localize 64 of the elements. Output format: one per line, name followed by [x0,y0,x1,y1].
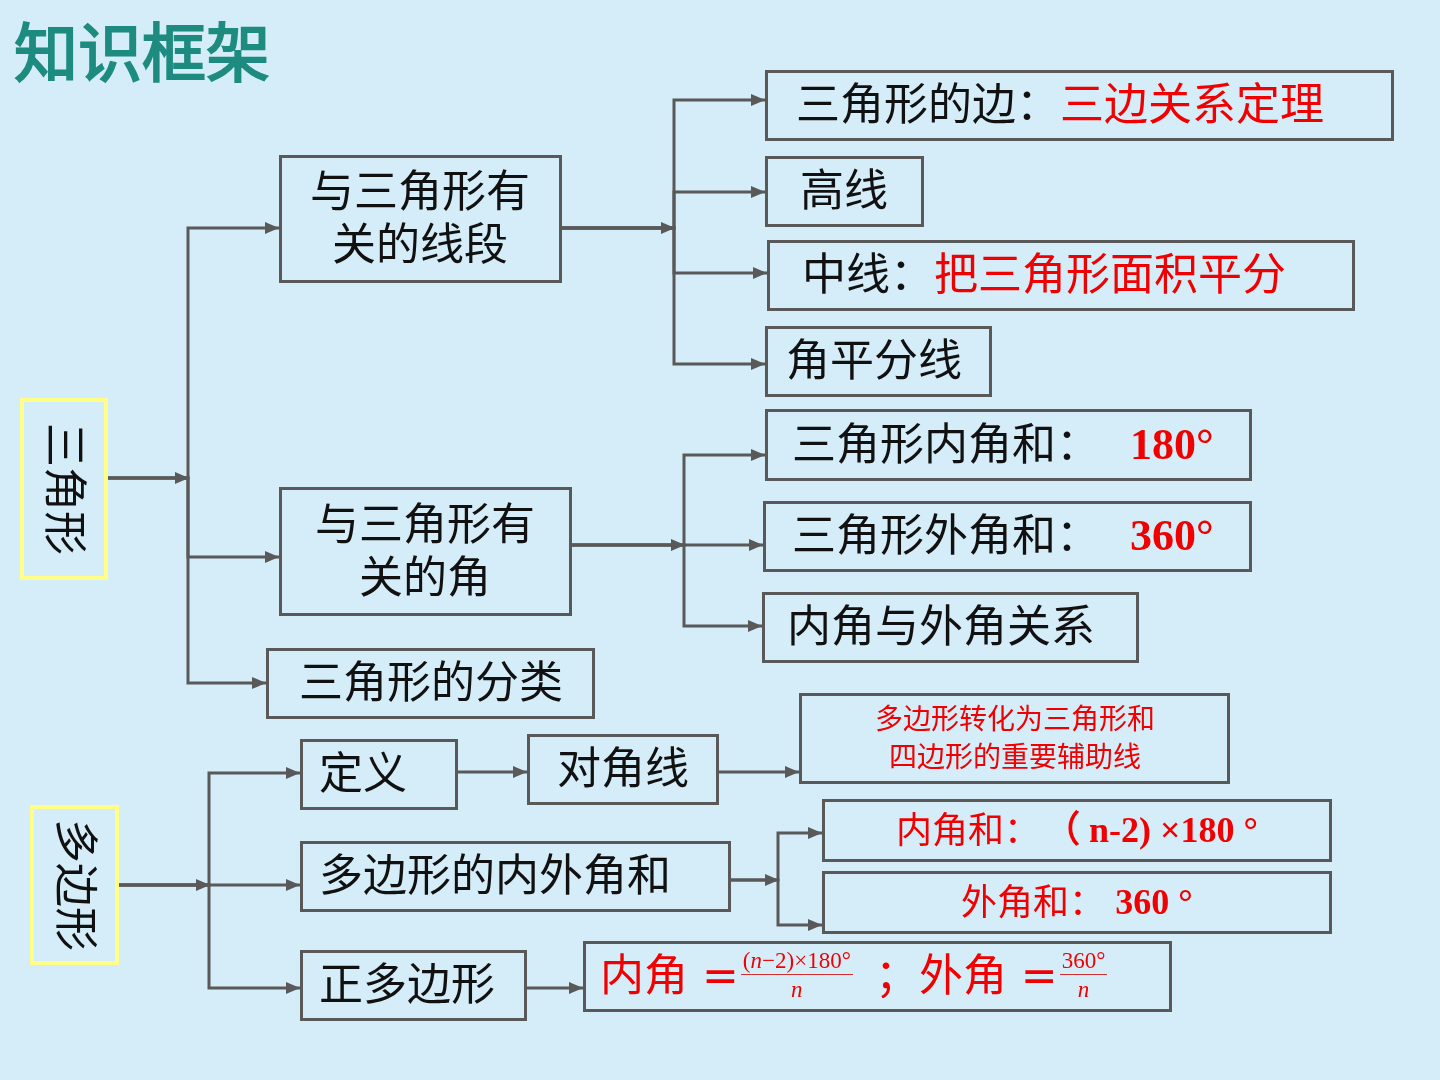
topic-label: 多边形的内外角和 [319,850,671,903]
topic-label: 中线： [802,249,934,302]
arrow [527,982,583,994]
topic-label: 三角形内角和： [792,418,1100,472]
arrowhead [671,539,685,551]
topic-box [765,156,924,227]
arrow [572,543,762,632]
note-text: 把三角形面积平分 [934,249,1286,302]
topic-box [822,799,1332,862]
value-text: （ n-2) ×180 ° [1044,808,1258,852]
topic-box [763,501,1252,572]
fraction-numerator: 360° [1059,947,1108,976]
topic-box [583,941,1172,1012]
note-text: 外角和： [961,880,1106,925]
topic-label: 高线 [800,165,888,218]
topic-box [799,693,1230,784]
topic-label: 三角形外角和： [792,510,1100,563]
arrow [108,476,266,689]
concept-box [20,398,108,580]
topic-label: 对角线 [557,743,689,796]
topic-box [765,326,992,397]
note-text: 内角和： [896,808,1041,853]
formula-text: 内角 = [600,950,739,1003]
topic-label: 正多边形 [319,959,495,1012]
fraction-denominator: n [791,976,803,1005]
topic-label: 与三角形有关的线段 [309,166,532,272]
concept-box [30,805,119,965]
topic-label: 多边形 [48,819,101,951]
topic-box [279,487,572,616]
arrow [119,883,300,994]
topic-label: 三角形 [38,423,91,555]
topic-label: 角平分线 [786,335,962,388]
note-text: 多边形转化为三角形和四边形的重要辅助线 [873,701,1156,776]
formula-text: ；外角 = [874,950,1058,1003]
topic-box [300,950,527,1021]
topic-box [279,155,562,283]
topic-label: 三角形的边： [796,79,1060,132]
arrowhead [175,472,189,484]
value-text: 180° [1130,418,1214,471]
arrowhead [765,874,779,886]
title: 知识框架 [14,16,270,93]
topic-box [822,871,1332,934]
arrow [562,226,765,370]
arrow [458,766,527,778]
topic-box [767,240,1355,311]
topic-box [300,739,458,810]
topic-box [527,734,719,805]
topic-box [762,592,1139,663]
value-text: 360 ° [1115,880,1193,924]
topic-label: 三角形的分类 [298,657,563,710]
topic-label: 定义 [319,748,407,801]
fraction-numerator: (n−2)×180° [740,947,853,976]
topic-label: 内角与外角关系 [787,601,1095,654]
arrow [719,766,799,778]
arrowhead [196,879,210,891]
value-text: 360° [1130,510,1214,563]
note-text: 三边关系定理 [1060,79,1324,132]
fraction-denominator: n [1077,976,1090,1005]
topic-label: 与三角形有关的角 [314,498,537,605]
topic-box [300,841,731,912]
arrow [731,878,822,931]
topic-box [765,70,1394,141]
topic-box [765,409,1252,481]
topic-box [266,648,595,719]
